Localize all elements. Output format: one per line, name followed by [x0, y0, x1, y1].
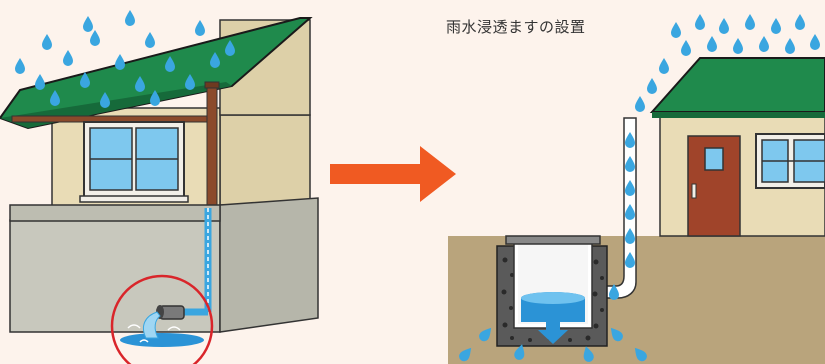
caption-rain-infiltration: 雨水浸透ますの設置: [446, 18, 586, 36]
right-arrow-icon: [330, 146, 456, 202]
basin-lid: [505, 235, 601, 245]
left-house-window: [79, 121, 189, 203]
right-house-scene: [448, 14, 825, 364]
door: [687, 135, 741, 237]
highlight-circle: [110, 274, 214, 364]
downspout: [206, 83, 218, 209]
down-arrow-icon: [538, 320, 568, 344]
left-house-scene: [0, 10, 319, 364]
water-puddle: [120, 333, 204, 347]
infiltration-basin: [496, 235, 608, 347]
right-house-window: [755, 133, 825, 189]
